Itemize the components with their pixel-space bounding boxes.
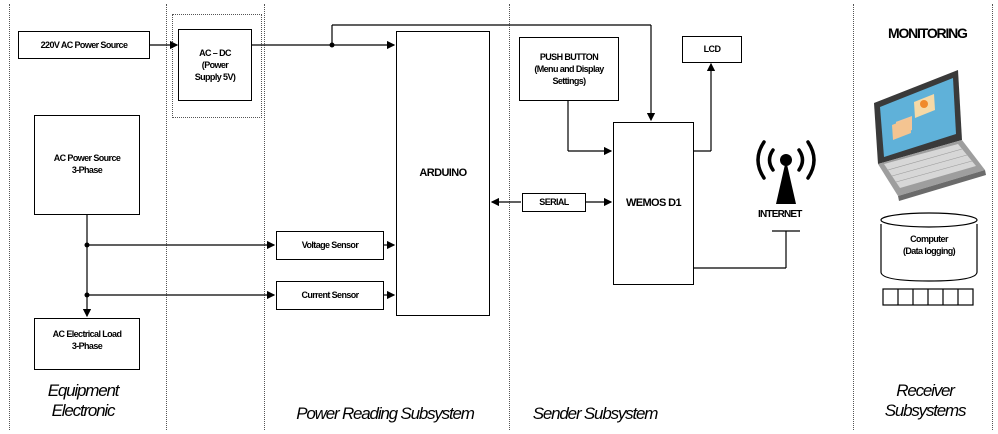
- computer-label-line2: (Data logging): [903, 245, 955, 257]
- push-button-line3: Settings): [552, 75, 585, 87]
- ac-3phase-source-block: AC Power Source 3-Phase: [34, 115, 140, 215]
- receiver-caption-line2: Subsystems: [870, 401, 980, 421]
- ac-load-block: AC Electrical Load 3-Phase: [34, 318, 140, 370]
- serial-label: SERIAL: [539, 196, 568, 208]
- push-button-line2: (Menu and Display: [534, 63, 603, 75]
- wemos-label: WEMOS D1: [626, 196, 681, 211]
- equipment-caption-line1: Equipment: [28, 381, 138, 401]
- computer-datalogging-block: Computer (Data logging): [886, 228, 972, 262]
- voltage-sensor-block: Voltage Sensor: [276, 231, 384, 260]
- acdc-label-line3: Supply 5V): [195, 71, 236, 83]
- voltage-sensor-label: Voltage Sensor: [302, 239, 358, 251]
- lcd-block: LCD: [682, 36, 742, 63]
- ac-220v-source-label: 220V AC Power Source: [41, 39, 128, 51]
- sender-subsystem-caption: Sender Subsystem: [520, 404, 670, 424]
- power-reading-caption: Power Reading Subsystem: [270, 404, 500, 424]
- acdc-label-line2: (Power: [202, 59, 228, 71]
- arduino-block: ARDUINO: [396, 31, 490, 316]
- push-button-block: PUSH BUTTON (Menu and Display Settings): [519, 37, 619, 101]
- receiver-subsystems-caption: Receiver Subsystems: [870, 381, 980, 422]
- equipment-caption-line2: Electronic: [28, 401, 138, 421]
- acdc-block: AC – DC (Power Supply 5V): [178, 29, 252, 101]
- push-button-line1: PUSH BUTTON: [540, 51, 598, 63]
- ac-load-line1: AC Electrical Load: [53, 328, 122, 340]
- computer-label-line1: Computer: [910, 233, 948, 245]
- current-sensor-label: Current Sensor: [301, 289, 358, 301]
- wemos-block: WEMOS D1: [613, 122, 694, 285]
- storage-strip-icon: [883, 289, 973, 305]
- monitoring-title: MONITORING: [888, 25, 967, 41]
- equipment-electronic-caption: Equipment Electronic: [28, 381, 138, 422]
- serial-block: SERIAL: [522, 193, 586, 212]
- laptop-icon: [874, 70, 986, 201]
- ac-3phase-source-line2: 3-Phase: [72, 164, 102, 176]
- acdc-label-line1: AC – DC: [199, 47, 231, 59]
- ac-load-line2: 3-Phase: [72, 340, 102, 352]
- arduino-label: ARDUINO: [419, 166, 466, 181]
- lcd-label: LCD: [704, 43, 721, 55]
- ac-3phase-source-line1: AC Power Source: [54, 152, 121, 164]
- antenna-icon: [758, 142, 814, 204]
- current-sensor-block: Current Sensor: [276, 281, 384, 310]
- receiver-caption-line1: Receiver: [870, 381, 980, 401]
- internet-label: INTERNET: [758, 209, 802, 220]
- ac-220v-source-block: 220V AC Power Source: [18, 31, 150, 59]
